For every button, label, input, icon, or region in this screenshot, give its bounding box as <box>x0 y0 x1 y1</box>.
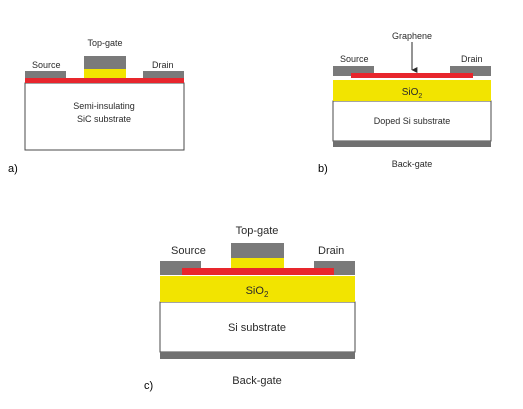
drain-contact <box>143 71 184 78</box>
graphene-layer <box>182 268 334 275</box>
top-gate-electrode <box>231 243 284 258</box>
top-gate-dielectric <box>231 258 284 268</box>
top-gate-label: Top-gate <box>87 38 122 48</box>
graphene-layer <box>25 78 184 83</box>
back-gate-layer <box>160 352 355 359</box>
drain-label: Drain <box>461 54 483 64</box>
oxide-label: SiO2 <box>246 285 269 299</box>
source-label: Source <box>32 60 61 70</box>
drain-contact <box>450 66 491 76</box>
top-gate-label: Top-gate <box>236 225 279 237</box>
top-gate-electrode <box>84 56 126 69</box>
oxide-label: SiO2 <box>402 87 423 100</box>
substrate-label: Si substrate <box>228 322 286 334</box>
substrate-label-line2: SiC substrate <box>77 114 131 124</box>
graphene-layer <box>351 73 473 78</box>
sio2-layer <box>333 80 491 101</box>
back-gate-layer <box>333 141 491 147</box>
sio2-layer <box>160 276 355 302</box>
top-gate-dielectric <box>84 69 126 78</box>
source-contact <box>25 71 66 78</box>
panel-c: Top-gate Source Drain SiO2 Si substrate … <box>144 225 356 392</box>
doped-si-substrate <box>332 100 492 142</box>
drain-label: Drain <box>318 245 344 257</box>
panel-a: Top-gate Source Drain Semi-insulating Si… <box>8 38 185 175</box>
si-substrate <box>159 301 356 353</box>
back-gate-label: Back-gate <box>392 159 433 169</box>
substrate-label-line1: Semi-insulating <box>73 101 135 111</box>
panel-b: Graphene Source Drain SiO2 Doped Si subs… <box>318 31 492 175</box>
back-gate-label: Back-gate <box>232 375 282 387</box>
panel-a-label: a) <box>8 163 18 175</box>
drain-label: Drain <box>152 60 174 70</box>
panel-c-label: c) <box>144 380 153 392</box>
sic-substrate <box>24 82 185 151</box>
source-label: Source <box>171 245 206 257</box>
graphene-label: Graphene <box>392 31 432 41</box>
substrate-label: Doped Si substrate <box>374 116 451 126</box>
source-label: Source <box>340 54 369 64</box>
source-contact <box>333 66 374 76</box>
panel-b-label: b) <box>318 163 328 175</box>
